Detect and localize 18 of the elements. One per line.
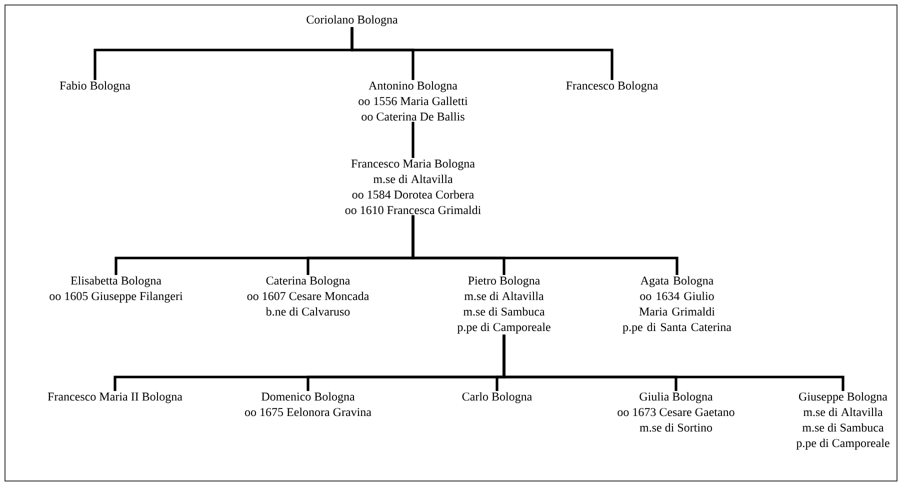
tree-connector bbox=[412, 215, 678, 275]
person-name: Antonino Bologna oo 1556 Maria Galletti oo Caterina De Ballis bbox=[358, 81, 468, 121]
person-name: Fabio Bologna bbox=[60, 81, 130, 92]
person-name: Agata Bologna oo 1634 Giulio Maria Grimaldi p.pe di Santa Caterina bbox=[622, 276, 732, 334]
person-name: Elisabetta Bologna oo 1605 Giuseppe Filangeri bbox=[50, 276, 183, 303]
person-name: Domenico Bologna oo 1675 Eelonora Gravina bbox=[244, 392, 372, 416]
tree-connector bbox=[502, 334, 844, 391]
person-name: Francesco Maria II Bologna bbox=[48, 392, 182, 404]
person-name: Giuseppe Bologna m.se di Altavilla m.se di Sambuca p.pe di Camporeale bbox=[796, 392, 890, 450]
person-name: Francesco Bologna bbox=[566, 81, 658, 92]
person-name: Giulia Bologna oo 1673 Cesare Gaetano m.se di Sortino bbox=[618, 392, 734, 432]
person-name: Coriolano Bologna bbox=[306, 15, 398, 26]
tree-connector bbox=[350, 27, 614, 80]
person-name: Francesco Maria Bologna m.se di Altavilla oo 1584 Dorotea Corbera oo 1610 Francesca Grimaldi bbox=[345, 159, 481, 214]
person-name: Pietro Bologna m.se di Altavilla m.se di Sambuca p.pe di Camporeale bbox=[457, 276, 550, 334]
person-name: Carlo Bologna bbox=[462, 392, 532, 404]
tree-connector bbox=[412, 122, 414, 158]
person-name: Caterina Bologna oo 1607 Cesare Moncada b.ne di Calvaruso bbox=[247, 276, 369, 316]
